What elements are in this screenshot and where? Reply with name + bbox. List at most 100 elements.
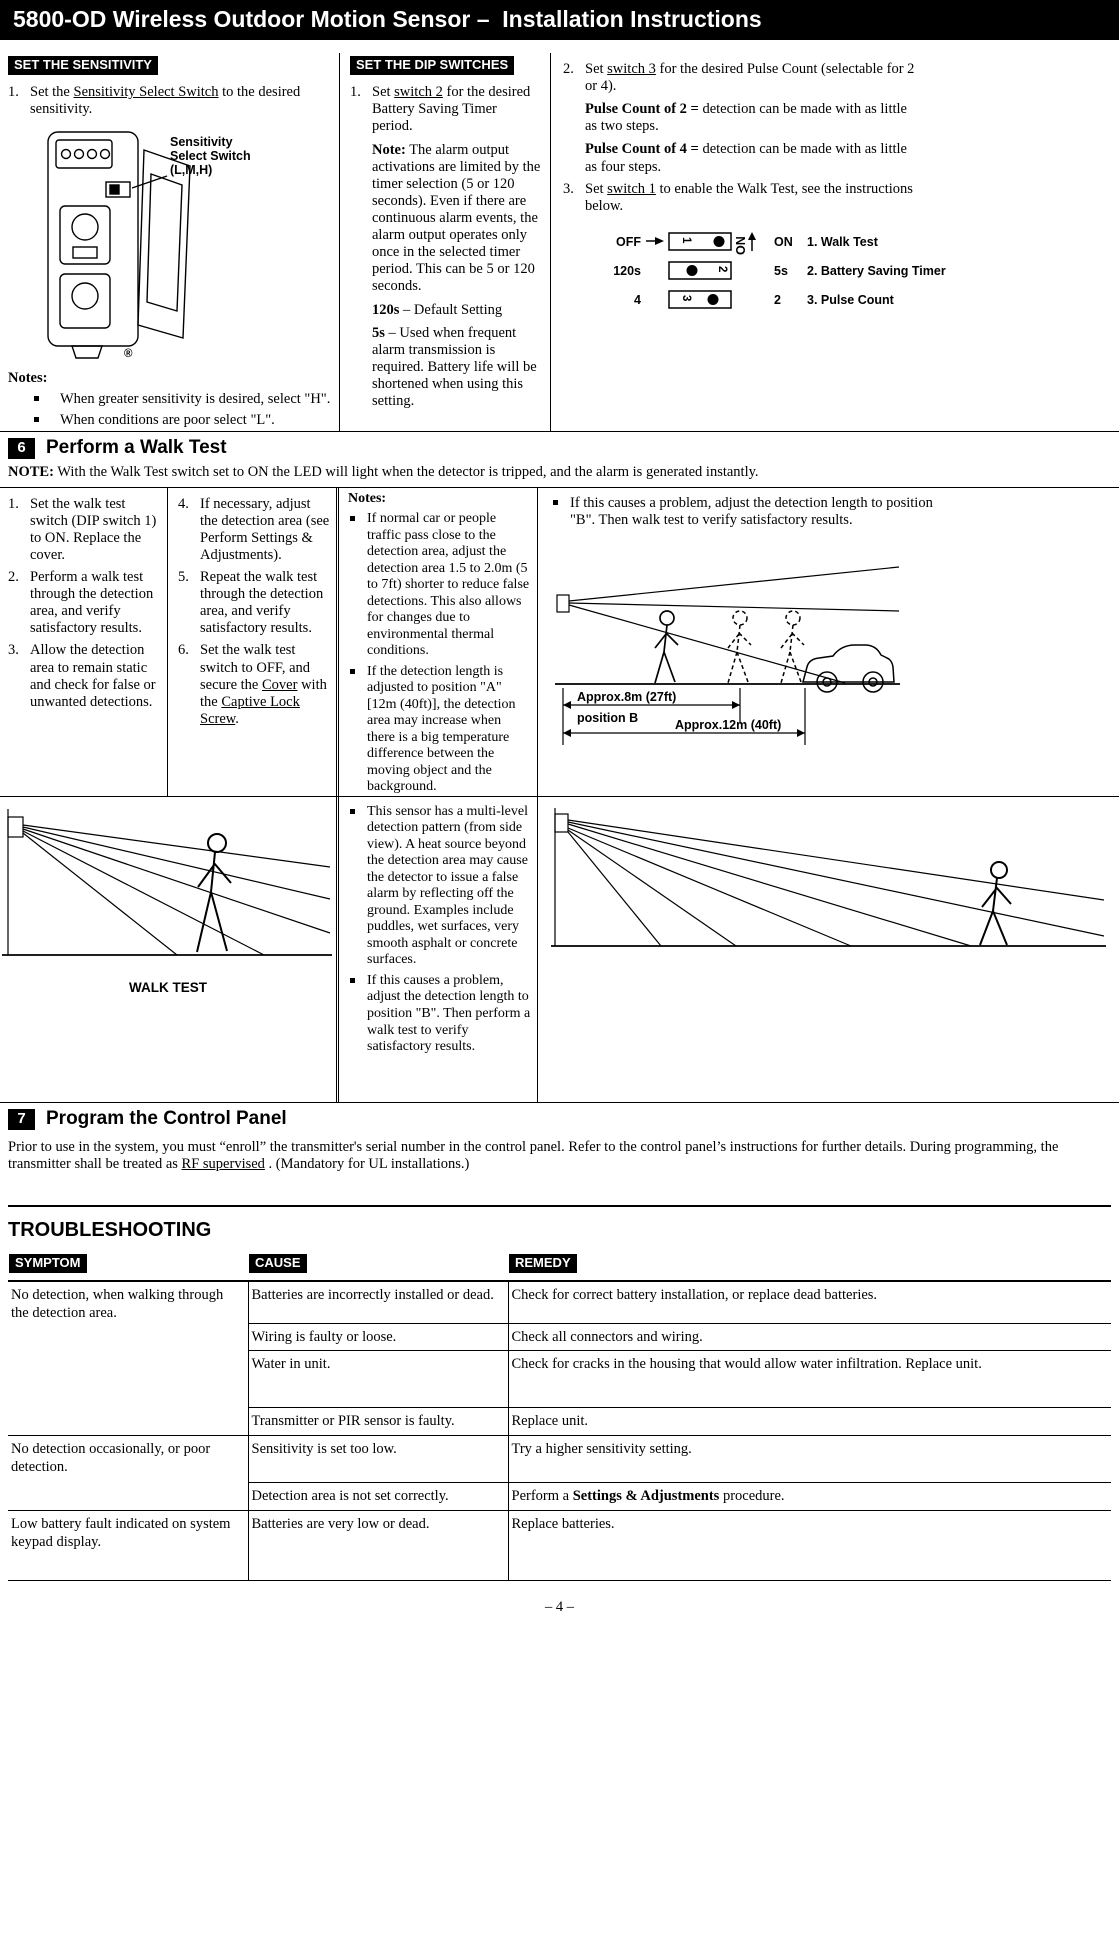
cause-column-header: CAUSE bbox=[249, 1254, 307, 1274]
note-item: When conditions are poor select "L". bbox=[8, 412, 333, 429]
walk-test-diagram-cell: WALK TEST bbox=[0, 796, 339, 1102]
walk-test-step: 4. If necessary, adjust the detection ar… bbox=[178, 495, 330, 563]
note-item: If this causes a problem, adjust the det… bbox=[551, 495, 1111, 529]
off-arrowhead bbox=[655, 236, 664, 245]
switch-2-name: 2. Battery Saving Timer bbox=[807, 264, 946, 278]
top-section: SET THE SENSITIVITY 1. Set the Sensitivi… bbox=[0, 53, 1119, 431]
document-title: 5800-OD Wireless Outdoor Motion Sensor –… bbox=[13, 6, 762, 33]
dip-switch-illustration: OFF 120s 4 1 2 3 ON bbox=[613, 231, 946, 309]
table-row: Detection area is not set correctly. Per… bbox=[8, 1482, 1111, 1511]
section-number-badge: 7 bbox=[8, 1108, 35, 1130]
dim-arrowhead bbox=[797, 728, 805, 737]
document-header: 5800-OD Wireless Outdoor Motion Sensor –… bbox=[0, 0, 1119, 40]
note-item: If normal car or people traffic pass clo… bbox=[348, 511, 531, 660]
step-number: 2. bbox=[563, 61, 574, 77]
notes-label: Notes: bbox=[8, 369, 48, 386]
sensitivity-notes: Notes: When greater sensitivity is desir… bbox=[8, 370, 333, 429]
detection-beams bbox=[551, 807, 1106, 947]
table-row: Wiring is faulty or loose. Check all con… bbox=[8, 1323, 1111, 1352]
dip-step-3: 3. Set switch 1 to enable the Walk Test,… bbox=[563, 181, 1111, 215]
section-number-badge: 6 bbox=[8, 437, 35, 459]
walk-test-section-header: 6 Perform a Walk Test bbox=[0, 431, 1119, 463]
note-item: This sensor has a multi-level detection … bbox=[348, 804, 531, 969]
switch-number-2: 2 bbox=[716, 266, 728, 272]
step-number: 3. bbox=[563, 180, 574, 197]
switch-1-value: ON bbox=[774, 235, 793, 249]
walk-test-step: 3. Allow the detection area to remain st… bbox=[8, 642, 156, 710]
switch-2-value: 5s bbox=[774, 264, 788, 278]
remedy-cell: Replace unit. bbox=[508, 1407, 1111, 1437]
step-text: Set the Sensitivity Select Switch to the… bbox=[30, 84, 301, 118]
side-view-illustration bbox=[551, 807, 1106, 947]
walk-test-steps-grid: 1. Set the walk test switch (DIP switch … bbox=[0, 486, 1119, 796]
set-sensitivity-heading: SET THE SENSITIVITY bbox=[8, 56, 158, 76]
symptom-cell: No detection, when walking through the d… bbox=[8, 1281, 249, 1437]
walk-test-right-column: If this causes a problem, adjust the det… bbox=[538, 488, 1119, 796]
switch-3-value: 2 bbox=[774, 293, 781, 307]
remedy-cell: Check for correct battery installation, … bbox=[508, 1281, 1111, 1324]
table-row: Transmitter or PIR sensor is faulty. Rep… bbox=[8, 1407, 1111, 1437]
remedy-cell: Check for cracks in the housing that wou… bbox=[508, 1350, 1111, 1409]
step-number: 1. bbox=[8, 84, 19, 101]
on-direction-label: ON bbox=[734, 236, 748, 255]
square-bullet-icon bbox=[348, 804, 367, 969]
walk-test-illustration bbox=[2, 808, 332, 956]
car-detection-diagram: Approx.8m (27ft) position B Approx.12m (… bbox=[555, 545, 1111, 755]
table-row: Water in unit. Check for cracks in the h… bbox=[8, 1350, 1111, 1409]
square-bullet-icon bbox=[551, 495, 570, 529]
dip-setting-120s: 120s – Default Setting bbox=[372, 301, 503, 318]
walk-test-step: 1. Set the walk test switch (DIP switch … bbox=[8, 495, 157, 563]
registered-mark: ® bbox=[124, 348, 133, 360]
table-row: No detection, when walking through the d… bbox=[8, 1281, 1111, 1437]
set-dip-switches-heading: SET THE DIP SWITCHES bbox=[350, 56, 515, 76]
dim-8m-label: Approx.8m (27ft) bbox=[577, 690, 676, 704]
section-divider bbox=[8, 1205, 1111, 1208]
dip-4-label: 4 bbox=[634, 293, 641, 307]
cause-cell: Detection area is not set correctly. bbox=[248, 1482, 509, 1511]
person-figure bbox=[196, 832, 232, 953]
switch-1-name: 1. Walk Test bbox=[807, 235, 879, 249]
walk-test-notes-column: Notes: If normal car or people traffic p… bbox=[339, 487, 538, 796]
square-bullet-icon bbox=[348, 511, 367, 660]
position-b-label: position B bbox=[577, 711, 638, 725]
person-figure-dashed bbox=[780, 609, 805, 683]
cause-cell: Batteries are incorrectly installed or d… bbox=[248, 1281, 509, 1324]
step-number: 1. bbox=[350, 84, 361, 101]
walk-test-steps-4-6: 4. If necessary, adjust the detection ar… bbox=[168, 487, 339, 796]
remedy-cell: Try a higher sensitivity setting. bbox=[508, 1435, 1111, 1484]
switch-3-name: 3. Pulse Count bbox=[807, 293, 895, 307]
on-arrowhead bbox=[748, 231, 756, 240]
sensor-switch-label-line1: Sensitivity bbox=[170, 135, 233, 149]
dip-switches-column-1: SET THE DIP SWITCHES 1. Set switch 2 for… bbox=[340, 53, 551, 431]
dip-note: Note: The alarm output activations are l… bbox=[372, 141, 541, 295]
detection-beams bbox=[2, 808, 332, 956]
symptom-cell: Low battery fault indicated on system ke… bbox=[8, 1510, 249, 1581]
square-bullet-icon bbox=[348, 973, 367, 1056]
car-detection-illustration: Approx.8m (27ft) position B Approx.12m (… bbox=[555, 566, 900, 745]
sensor-diagram: Sensitivity Select Switch (L,M,H) ® bbox=[20, 124, 333, 365]
switch-3-position bbox=[707, 293, 719, 305]
walk-test-lower-notes: This sensor has a multi-level detection … bbox=[339, 796, 538, 1102]
side-view-diagram-cell bbox=[538, 801, 1119, 1102]
pulse-count-2: Pulse Count of 2 = detection can be made… bbox=[585, 101, 907, 135]
cause-cell: Batteries are very low or dead. bbox=[248, 1510, 509, 1581]
dim-12m-label: Approx.12m (40ft) bbox=[675, 718, 781, 732]
symptom-cell: No detection occasionally, or poor detec… bbox=[8, 1435, 249, 1511]
dip-switch-diagram: OFF 120s 4 1 2 3 ON bbox=[589, 229, 1111, 326]
remedy-column-header: REMEDY bbox=[509, 1254, 577, 1274]
person-figure-dashed bbox=[727, 609, 752, 683]
walk-test-step: 5. Repeat the walk test through the dete… bbox=[178, 568, 324, 637]
dim-arrowhead bbox=[563, 728, 571, 737]
dip-switches-column-2: 2. Set switch 3 for the desired Pulse Co… bbox=[551, 53, 1119, 431]
program-section-header: 7 Program the Control Panel bbox=[0, 1101, 1119, 1134]
walk-test-caption: WALK TEST bbox=[129, 979, 207, 995]
square-bullet-icon bbox=[32, 391, 60, 408]
walk-test-step: 6. Set the walk test switch to OFF, and … bbox=[178, 642, 327, 727]
program-paragraph: Prior to use in the system, you must “en… bbox=[8, 1139, 1059, 1173]
switch-2-position bbox=[686, 264, 698, 276]
cause-cell: Transmitter or PIR sensor is faulty. bbox=[248, 1407, 509, 1437]
cause-cell: Wiring is faulty or loose. bbox=[248, 1323, 509, 1352]
section-title: Perform a Walk Test bbox=[46, 437, 227, 458]
walk-test-steps-1-3: 1. Set the walk test switch (DIP switch … bbox=[0, 487, 168, 796]
